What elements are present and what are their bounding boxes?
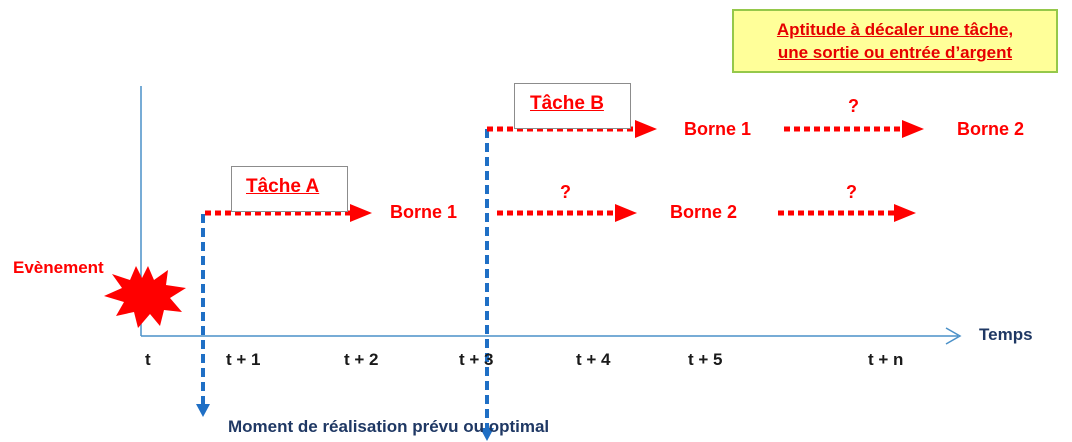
tick-label: t + 3 xyxy=(459,350,494,369)
tick-label: t + 1 xyxy=(226,350,261,369)
axis-label: Temps xyxy=(979,325,1033,344)
task-b-title: Tâche B xyxy=(530,93,604,114)
event-label: Evènement xyxy=(13,258,104,277)
arrow-a-1-head xyxy=(350,204,372,222)
moment-arrowhead-b xyxy=(480,428,494,441)
event-burst-icon xyxy=(104,266,186,328)
task-b-box xyxy=(514,83,631,129)
task-b-unknown: ? xyxy=(848,96,859,116)
tick-label: t xyxy=(145,350,151,369)
arrow-a-2-head xyxy=(615,204,637,222)
callout-line-1: Aptitude à décaler une tâche, xyxy=(776,20,1014,39)
tick-label: t + 4 xyxy=(576,350,611,369)
task-a-title: Tâche A xyxy=(246,176,320,197)
task-a-unknown-2: ? xyxy=(846,182,857,202)
moment-arrowhead-a xyxy=(196,404,210,417)
task-a-borne-1: Borne 1 xyxy=(390,202,458,222)
tick-label: t + n xyxy=(868,350,904,369)
moment-label: Moment de réalisation prévu ou optimal xyxy=(228,417,550,436)
callout-box: Aptitude à décaler une tâche, une sortie… xyxy=(732,9,1058,73)
task-b-borne-2: Borne 2 xyxy=(957,119,1025,139)
arrow-b-1-head xyxy=(635,120,657,138)
task-a-box xyxy=(231,166,348,212)
task-a-borne-2: Borne 2 xyxy=(670,202,738,222)
time-axis-arrowhead xyxy=(945,327,962,345)
callout-line-2: une sortie ou entrée d’argent xyxy=(777,43,1013,62)
tick-label: t + 5 xyxy=(688,350,723,369)
task-a-unknown-1: ? xyxy=(560,182,571,202)
arrow-b-2-head xyxy=(902,120,924,138)
task-b-borne-1: Borne 1 xyxy=(684,119,752,139)
tick-label: t + 2 xyxy=(344,350,379,369)
arrow-a-3-head xyxy=(894,204,916,222)
